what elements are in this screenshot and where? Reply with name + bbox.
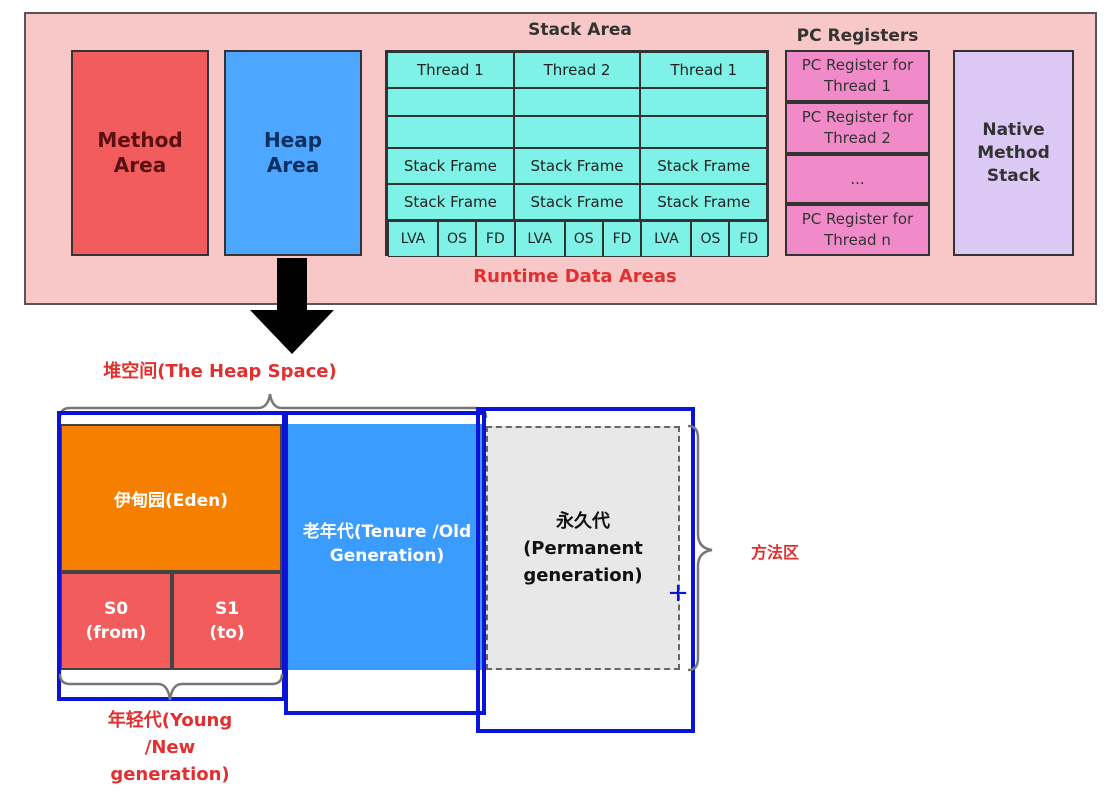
s1-label: S1 (to) xyxy=(209,599,245,643)
permanent-label: 永久代 (Permanent generation) xyxy=(523,510,643,586)
stack-frame-cell: Stack Frame xyxy=(387,184,514,220)
frame-part-cell: FD xyxy=(602,221,642,257)
heap-area-box: Heap Area xyxy=(224,50,362,256)
method-area-label: Method Area xyxy=(97,128,183,177)
survivor-s1-space: S1 (to) xyxy=(172,572,282,670)
method-zone-label: 方法区 xyxy=(750,543,799,562)
stack-frame-cell: Stack Frame xyxy=(513,184,641,220)
stack-thread-header: Thread 2 xyxy=(513,52,641,88)
eden-label: 伊甸园(Eden) xyxy=(114,490,228,511)
stack-frame-cell: Stack Frame xyxy=(640,184,768,220)
stack-thread-header: Thread 1 xyxy=(640,52,768,88)
frame-part-cell: LVA xyxy=(388,221,438,257)
pc-register-box: PC Register for Thread 2 xyxy=(785,102,930,154)
stack-area-title: Stack Area xyxy=(528,20,632,40)
heap-space-label: 堆空间(The Heap Space) xyxy=(103,361,337,382)
stack-empty-cell xyxy=(513,88,641,116)
pc-register-box: ... xyxy=(785,154,930,204)
pc-register-box: PC Register for Thread n xyxy=(785,204,930,256)
stack-frame-cell: Stack Frame xyxy=(387,148,514,184)
frame-part-cell: FD xyxy=(476,221,515,257)
tenure-generation-space: 老年代(Tenure /Old Generation) xyxy=(282,424,482,670)
eden-space: 伊甸园(Eden) xyxy=(60,424,282,572)
pc-registers-title: PC Registers xyxy=(796,26,919,46)
stack-frame-cell: Stack Frame xyxy=(513,148,641,184)
frame-part-cell: OS xyxy=(438,221,476,257)
stack-empty-cell xyxy=(387,116,514,148)
frame-part-cell: FD xyxy=(729,221,769,257)
heap-area-label: Heap Area xyxy=(263,128,323,177)
crosshair-cursor-icon: + xyxy=(667,578,689,608)
permanent-highlight xyxy=(476,407,695,733)
tenure-label: 老年代(Tenure /Old Generation) xyxy=(302,522,472,566)
method-area-box: Method Area xyxy=(71,50,209,256)
native-method-stack-label: Native Method Stack xyxy=(977,119,1050,186)
young-generation-highlight xyxy=(57,411,286,701)
stack-empty-cell xyxy=(513,116,641,148)
stack-empty-cell xyxy=(640,88,768,116)
young-generation-brace-icon xyxy=(58,673,284,701)
method-zone-brace-icon xyxy=(687,424,713,672)
s0-label: S0 (from) xyxy=(85,599,147,643)
tenure-highlight xyxy=(284,411,486,715)
stack-frame-cell: Stack Frame xyxy=(640,148,768,184)
frame-part-cell: OS xyxy=(691,221,730,257)
permanent-generation-space: 永久代 (Permanent generation) xyxy=(486,426,680,670)
native-method-stack-box: Native Method Stack xyxy=(953,50,1074,256)
frame-part-cell: LVA xyxy=(641,221,692,257)
frame-part-cell: LVA xyxy=(514,221,565,257)
stack-empty-cell xyxy=(387,88,514,116)
pc-register-box: PC Register for Thread 1 xyxy=(785,50,930,102)
down-arrow-icon xyxy=(250,258,334,354)
frame-part-cell: OS xyxy=(564,221,603,257)
young-generation-label: 年轻代(Young /New generation) xyxy=(107,709,233,785)
runtime-data-areas-label: Runtime Data Areas xyxy=(473,265,677,287)
stack-thread-header: Thread 1 xyxy=(387,52,514,88)
survivor-s0-space: S0 (from) xyxy=(60,572,172,670)
stack-empty-cell xyxy=(640,116,768,148)
